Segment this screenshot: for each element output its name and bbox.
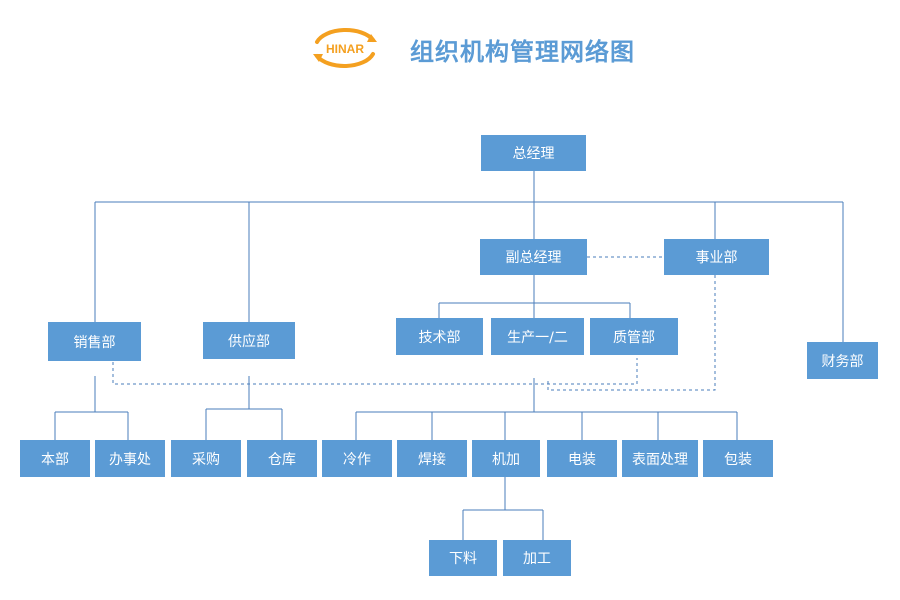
box-surface-treatment: 表面处理 <box>622 440 698 477</box>
box-supply-dept: 供应部 <box>203 322 295 359</box>
box-quality-dept: 质管部 <box>590 318 678 355</box>
box-business-division: 事业部 <box>664 239 769 275</box>
svg-text:HINAR: HINAR <box>326 42 364 56</box>
box-electrical-assembly: 电装 <box>547 440 617 477</box>
box-warehouse: 仓库 <box>247 440 317 477</box>
box-blanking: 下料 <box>429 540 497 576</box>
hinar-logo: HINAR <box>313 28 377 68</box>
box-production: 生产一/二 <box>491 318 584 355</box>
box-sales-dept: 销售部 <box>48 322 141 361</box>
box-technical-dept: 技术部 <box>396 318 483 355</box>
box-cold-work: 冷作 <box>322 440 392 477</box>
box-office: 办事处 <box>95 440 165 477</box>
box-deputy-general-manager: 副总经理 <box>480 239 587 275</box>
box-finance-dept: 财务部 <box>807 342 878 379</box>
page-title: 组织机构管理网络图 <box>410 37 635 66</box>
box-processing: 加工 <box>503 540 571 576</box>
box-general-manager: 总经理 <box>481 135 586 171</box>
box-welding: 焊接 <box>397 440 467 477</box>
box-machining: 机加 <box>472 440 540 477</box>
box-procurement: 采购 <box>171 440 241 477</box>
box-headquarters: 本部 <box>20 440 90 477</box>
box-packaging: 包装 <box>703 440 773 477</box>
